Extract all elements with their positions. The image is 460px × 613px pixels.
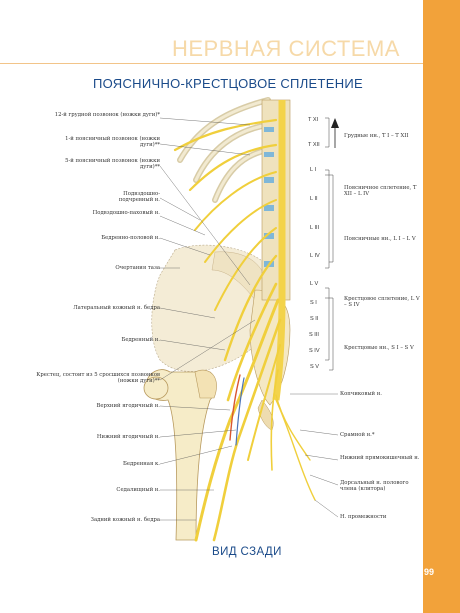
label-superior-gluteal-nerve: Верхний ягодичный н. xyxy=(96,403,160,409)
label-inferior-rectal-nerve: Нижний прямокишечный н. xyxy=(340,455,420,461)
label-ilioinguinal-nerve: Подвздошно-паховый н. xyxy=(92,210,160,216)
up-arrow-icon xyxy=(331,118,339,128)
label-l1-vertebra: 1-й поясничный позвонок (ножки дуги)** xyxy=(65,136,160,149)
blood-vessels xyxy=(229,374,245,446)
nerves xyxy=(173,118,316,542)
vertebra-label: S I xyxy=(310,300,317,306)
vertebra-label: L IV xyxy=(310,253,320,259)
view-caption: ВИД СЗАДИ xyxy=(212,546,282,558)
label-coccygeal-nerve: Копчиковый н. xyxy=(340,391,382,397)
page-title: ПОЯСНИЧНО-КРЕСТЦОВОЕ СПЛЕТЕНИЕ xyxy=(93,76,364,91)
label-perineal-nerve: Н. промежности xyxy=(340,514,387,520)
vertebra-label: L II xyxy=(310,196,318,202)
vertebra-label: T XII xyxy=(308,142,320,148)
vertebra-label: L V xyxy=(310,281,319,287)
vertebra-label: L I xyxy=(310,167,317,173)
ribs-shade xyxy=(178,98,270,202)
label-sacrum: Крестец, состоит из 5 сросшихся позвонко… xyxy=(36,372,160,385)
label-inferior-gluteal-nerve: Нижний ягодичный н. xyxy=(96,434,160,440)
label-lumbar-nerves: Поясничные нн., L I – L V xyxy=(344,236,416,242)
label-l5-vertebra: 5-й поясничный позвонок (ножки дуги)** xyxy=(65,158,160,171)
label-genitofemoral-nerve: Бедренно-половой н. xyxy=(101,235,160,241)
vertebra-label: S II xyxy=(310,316,319,322)
vertebra-label: S V xyxy=(310,364,320,370)
label-thoracic-nerves: Грудные нн., T I – T XII xyxy=(344,133,409,139)
label-lateral-cutaneous-nerve: Латеральный кожный н. бедра xyxy=(73,305,160,311)
label-dorsal-nerve: Дорсальный н. полового члена (клитора) xyxy=(340,480,409,493)
page-edge-tab xyxy=(423,0,460,613)
label-lumbar-plexus: Поясничное сплетение, T XII – L IV xyxy=(344,185,417,198)
page-number: 99 xyxy=(424,567,435,577)
greater-trochanter xyxy=(194,369,217,399)
label-posterior-cutaneous-nerve: Задний кожный н. бедра xyxy=(90,517,160,523)
label-pelvis-outline: Очертания таза xyxy=(115,265,160,271)
femoral-head xyxy=(143,376,169,400)
label-sciatic-nerve: Седалищный н. xyxy=(116,487,160,493)
label-pudendal-nerve: Срамной н.* xyxy=(340,432,375,438)
label-iliohypogastric-nerve: Подвздошно-подчревный н. xyxy=(118,191,160,204)
vertebra-label: T XI xyxy=(308,117,319,123)
anatomy-illustration xyxy=(143,97,339,542)
label-femoral-nerve: Бедренный н. xyxy=(121,337,160,343)
vertebra-label: L III xyxy=(310,225,320,231)
right-brackets xyxy=(325,117,334,371)
label-t12-vertebra: 12-й грудной позвонок (ножки дуги)* xyxy=(54,112,160,118)
leader-lines xyxy=(159,117,339,521)
vertebra-label: S IV xyxy=(309,348,320,354)
label-sacral-nerves: Крестцовые нн., S I – S V xyxy=(344,345,414,351)
label-femur: Бедренная к. xyxy=(122,461,160,467)
header-divider xyxy=(0,63,423,64)
vertebra-label: S III xyxy=(309,332,319,338)
label-sacral-plexus: Крестцовое сплетение, L V – S IV xyxy=(344,296,420,309)
section-title: НЕРВНАЯ СИСТЕМА xyxy=(172,36,400,61)
